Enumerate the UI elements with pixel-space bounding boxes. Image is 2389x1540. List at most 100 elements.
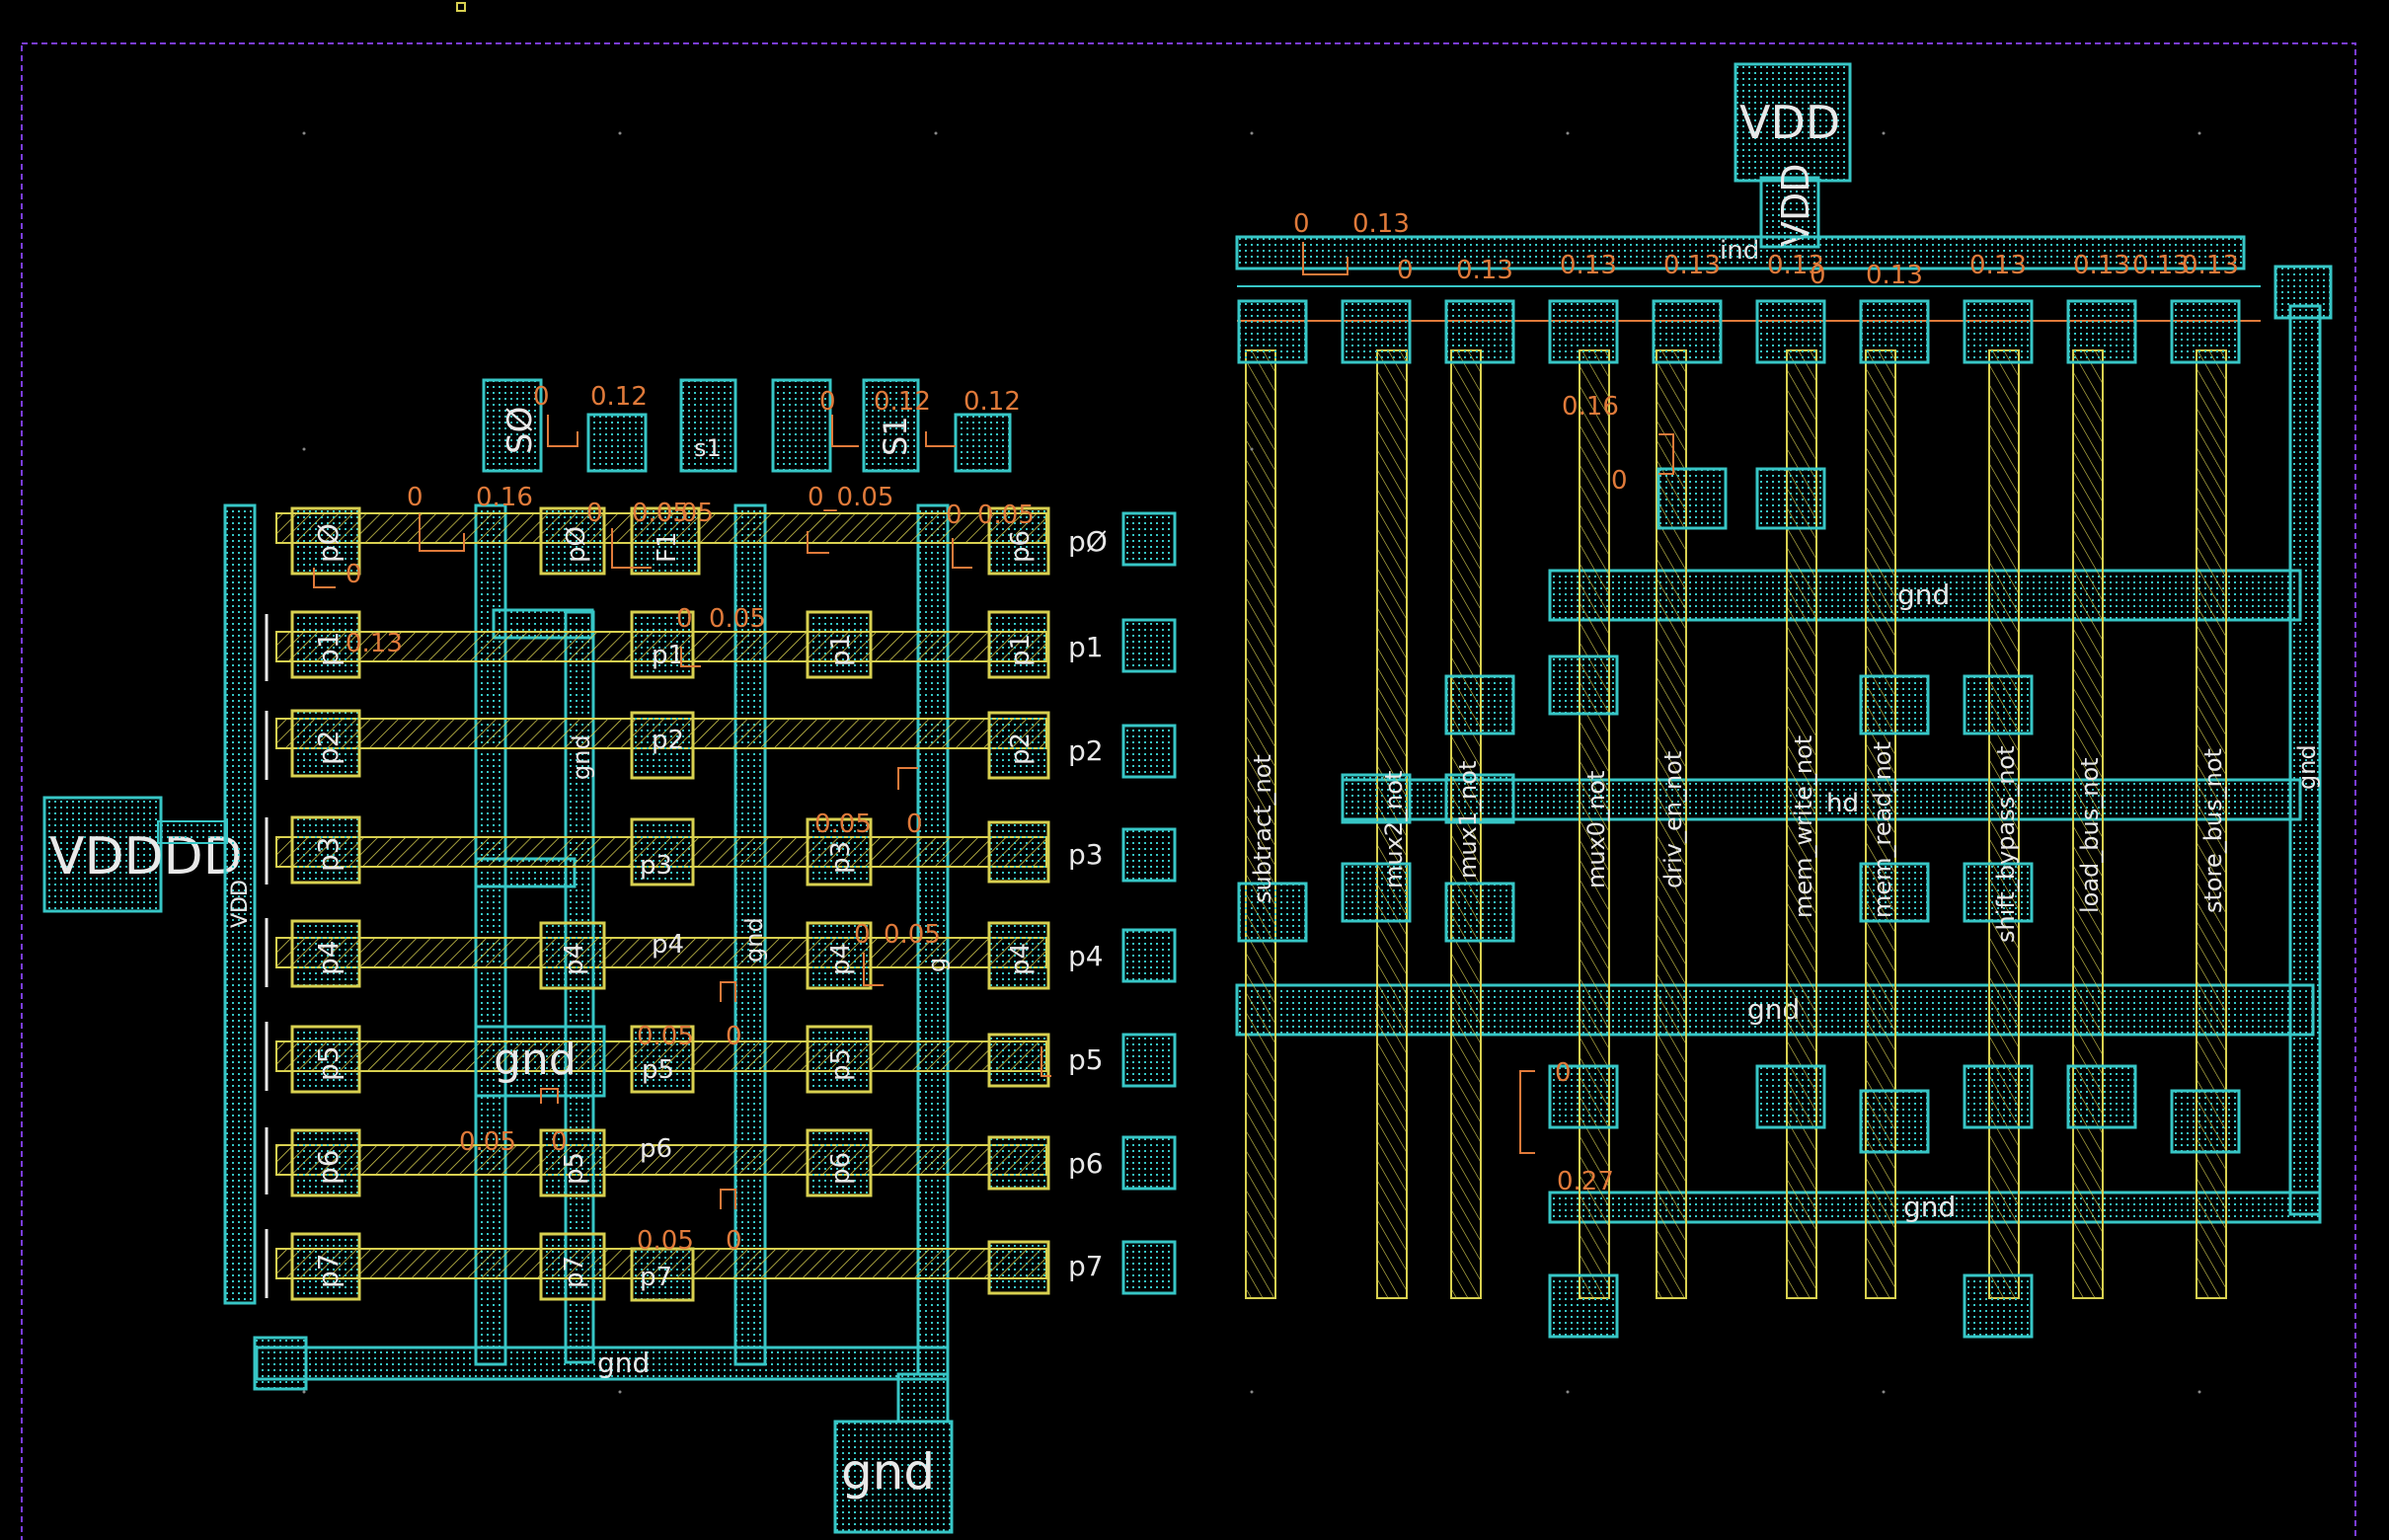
vdd-pad[interactable] xyxy=(42,796,163,913)
svg-text:0.13: 0.13 xyxy=(1866,261,1923,290)
out-label-1: p1 xyxy=(1068,631,1104,663)
row-label-1: p1 xyxy=(312,631,345,666)
s1-label: s1 xyxy=(694,434,722,462)
svg-text:0: 0 xyxy=(819,387,836,417)
svg-text:p4: p4 xyxy=(1006,943,1036,975)
svg-text:pØ: pØ xyxy=(562,526,591,563)
gnd-pad[interactable] xyxy=(833,1420,954,1534)
vdd-rail xyxy=(223,503,257,1305)
svg-text:0: 0 xyxy=(726,1022,742,1051)
row-label-6: p6 xyxy=(312,1149,345,1185)
grid-dots xyxy=(302,131,2201,1394)
right-block: VDD VDD ind gnd gnd hd gnd gnd xyxy=(1235,62,2333,1339)
out-pin-4[interactable] xyxy=(1121,928,1177,983)
svg-text:0_0.05: 0_0.05 xyxy=(808,483,893,512)
svg-text:F1: F1 xyxy=(653,532,682,564)
row-label-5: p5 xyxy=(312,1045,345,1081)
svg-text:0.13: 0.13 xyxy=(1456,256,1513,285)
gnd-pad-label: gnd xyxy=(841,1443,935,1501)
out-label-5: p5 xyxy=(1068,1043,1104,1076)
svg-text:p6: p6 xyxy=(640,1134,672,1164)
svg-text:p4: p4 xyxy=(652,930,684,960)
origin-marker xyxy=(456,2,466,12)
svg-text:p4: p4 xyxy=(560,943,589,975)
svg-text:0.05: 0.05 xyxy=(884,920,941,950)
out-pin-1[interactable] xyxy=(1121,618,1177,673)
svg-text:0.12: 0.12 xyxy=(963,387,1021,417)
row-label-0: pØ xyxy=(312,523,345,563)
svg-text:0.13: 0.13 xyxy=(1969,251,2027,280)
svg-text:p1: p1 xyxy=(1006,634,1036,666)
svg-text:0: 0 xyxy=(1293,209,1310,239)
svg-text:0.12: 0.12 xyxy=(590,382,648,412)
out-pin-3[interactable] xyxy=(1121,827,1177,883)
output-pins: pØ p1 p2 p3 p4 p5 p6 p7 xyxy=(1068,511,1177,1295)
svg-text:p5: p5 xyxy=(826,1048,856,1081)
col-label-mem-write: mem_write_not xyxy=(1790,735,1817,918)
svg-text:p2: p2 xyxy=(652,726,684,755)
gnd-big-label: gnd xyxy=(494,1035,577,1085)
svg-text:0: 0 xyxy=(854,920,871,950)
svg-text:0.13: 0.13 xyxy=(1767,251,1824,280)
svg-text:0.05: 0.05 xyxy=(637,1022,694,1051)
out-pin-7[interactable] xyxy=(1121,1240,1177,1295)
svg-text:0.13: 0.13 xyxy=(1352,209,1410,239)
svg-text:0: 0 xyxy=(726,1226,742,1256)
cell-boundary xyxy=(21,42,2356,1540)
out-label-3: p3 xyxy=(1068,838,1104,871)
svg-text:0.13: 0.13 xyxy=(2182,251,2239,280)
out-pin-0[interactable] xyxy=(1121,511,1177,567)
s1-pin[interactable] xyxy=(679,378,737,473)
gnd-bottom-label: gnd xyxy=(597,1347,650,1379)
top-vdd-bus xyxy=(1235,235,2246,270)
col-label-mux1: mux1_not xyxy=(1454,761,1482,879)
inner-cells: pØ F1 p6 p1 p1 p1 p2 p2 p3 p3 p4 p4 p4 xyxy=(539,506,1050,1302)
column-labels: subtract_not mux2_not mux1_not mux0_not … xyxy=(1249,735,2227,943)
svg-text:0.05: 0.05 xyxy=(637,1226,694,1256)
svg-text:gnd: gnd xyxy=(1897,578,1950,611)
svg-text:0.05: 0.05 xyxy=(459,1127,516,1157)
svg-text:0.13: 0.13 xyxy=(346,629,403,658)
col-label-subtract: subtract_not xyxy=(1249,754,1276,903)
svg-text:0.13: 0.13 xyxy=(2132,251,2190,280)
svg-text:0.13: 0.13 xyxy=(1560,251,1617,280)
svg-text:0.12: 0.12 xyxy=(874,387,931,417)
svg-text:p7: p7 xyxy=(640,1263,672,1292)
vdd-top-label: VDD xyxy=(1739,96,1840,149)
svg-text:hd: hd xyxy=(1826,789,1859,818)
svg-text:p2: p2 xyxy=(1006,732,1036,765)
svg-text:0.13: 0.13 xyxy=(2073,251,2130,280)
out-pin-6[interactable] xyxy=(1121,1135,1177,1191)
svg-text:0: 0 xyxy=(551,1127,568,1157)
out-label-6: p6 xyxy=(1068,1147,1104,1180)
row-label-2: p2 xyxy=(312,730,345,765)
gnd-bus-2 xyxy=(1235,983,2315,1037)
svg-text:0.27: 0.27 xyxy=(1557,1167,1614,1196)
svg-text:0: 0 xyxy=(1555,1058,1572,1088)
col-label-mux0: mux0_not xyxy=(1582,771,1610,888)
col-label-mux2: mux2_not xyxy=(1380,771,1408,888)
svg-text:0.05: 0.05 xyxy=(814,809,872,839)
svg-text:g: g xyxy=(923,958,951,972)
svg-text:0: 0 xyxy=(946,500,963,530)
right-columns xyxy=(1237,299,2241,1339)
svg-text:p6: p6 xyxy=(1006,530,1036,563)
s0-pin[interactable] xyxy=(482,378,543,473)
svg-text:p3: p3 xyxy=(640,851,672,881)
out-pin-2[interactable] xyxy=(1121,724,1177,779)
svg-text:0: 0 xyxy=(533,382,550,412)
col-label-mem-read: mem_read_not xyxy=(1869,741,1896,918)
out-pin-5[interactable] xyxy=(1121,1033,1177,1088)
svg-text:0.13: 0.13 xyxy=(1663,251,1721,280)
svg-text:0: 0 xyxy=(407,483,424,512)
vdd-top-pad[interactable] xyxy=(1734,62,1852,183)
svg-text:0.05: 0.05 xyxy=(656,499,714,528)
s2-pin[interactable] xyxy=(862,378,920,473)
row-label-3: p3 xyxy=(312,836,345,872)
svg-text:gnd: gnd xyxy=(568,734,595,780)
col-label-driv-en: driv_en_not xyxy=(1659,751,1687,888)
s0-label: SØ xyxy=(501,407,540,454)
col-label-shift-bypass: shift_bypass_not xyxy=(1992,745,2020,943)
left-block: VDDDD VDD SØ s1 S1 0 0.12 0 0.12 0.12 xyxy=(42,378,1177,1534)
